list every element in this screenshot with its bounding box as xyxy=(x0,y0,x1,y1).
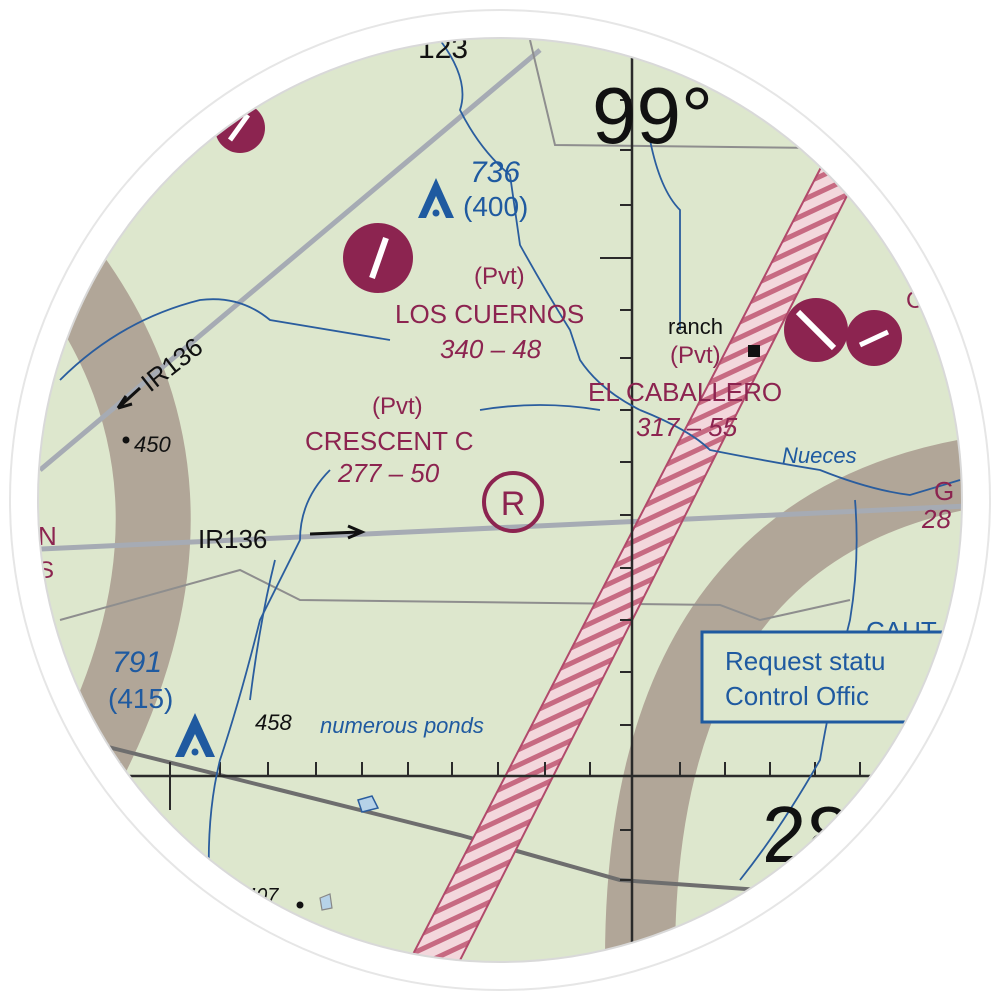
obstruction-icon xyxy=(175,713,215,757)
ponds-label: numerous ponds xyxy=(320,713,484,738)
partial-label: 28 xyxy=(921,504,951,534)
prohibited-symbol-icon xyxy=(784,298,848,362)
svg-text:R: R xyxy=(501,485,526,523)
spot-elevation-dot xyxy=(122,436,130,444)
restricted-r-icon: R xyxy=(482,471,544,533)
county-line xyxy=(59,568,851,622)
partial-label: G xyxy=(934,476,954,506)
airport-ownership: (Pvt) xyxy=(372,393,423,420)
airport-ownership: (Pvt) xyxy=(670,342,721,369)
obstacle-msl: 791 xyxy=(112,646,162,679)
road xyxy=(79,738,761,892)
airport-name: EL CABALLERO xyxy=(588,377,782,407)
ranch-marker-icon xyxy=(748,345,760,357)
moa-band-left xyxy=(38,237,191,777)
longitude-label: 99° xyxy=(592,71,713,160)
obstacle-msl: 736 xyxy=(470,156,520,189)
airport-name: CRESCENT C xyxy=(305,426,474,456)
obstacle-agl: (415) xyxy=(108,683,173,714)
route-label: IR136 xyxy=(198,524,267,554)
prohibited-symbol-icon xyxy=(343,223,413,293)
airport-ownership: (Pvt) xyxy=(474,263,525,290)
pond xyxy=(357,795,380,813)
route-arrow-icon xyxy=(116,386,142,410)
caution-line: Control Offic xyxy=(725,681,869,711)
spot-elevation-dot xyxy=(296,901,304,909)
airport-name: LOS CUERNOS xyxy=(395,299,584,329)
ranch-label: ranch xyxy=(668,314,723,339)
airport-info: 340 – 48 xyxy=(440,334,542,364)
caution-line: Request statu xyxy=(725,646,885,676)
river-label: Nueces xyxy=(782,443,857,468)
graticule-ticks xyxy=(119,99,861,881)
airport-info: 317 – 55 xyxy=(636,412,738,442)
route-arrow-icon xyxy=(309,524,366,540)
prohibited-symbol-icon xyxy=(846,310,902,366)
spot-elevation: 450 xyxy=(134,432,171,457)
boundary-line xyxy=(38,502,962,553)
spot-elevation: 458 xyxy=(255,710,292,735)
obstacle-agl: (400) xyxy=(463,191,528,222)
streams xyxy=(59,39,961,901)
partial-label: N xyxy=(38,521,57,551)
airport-info: 277 – 50 xyxy=(337,458,440,488)
pond xyxy=(319,893,333,911)
obstruction-icon xyxy=(418,178,454,218)
map-edge xyxy=(37,37,963,963)
